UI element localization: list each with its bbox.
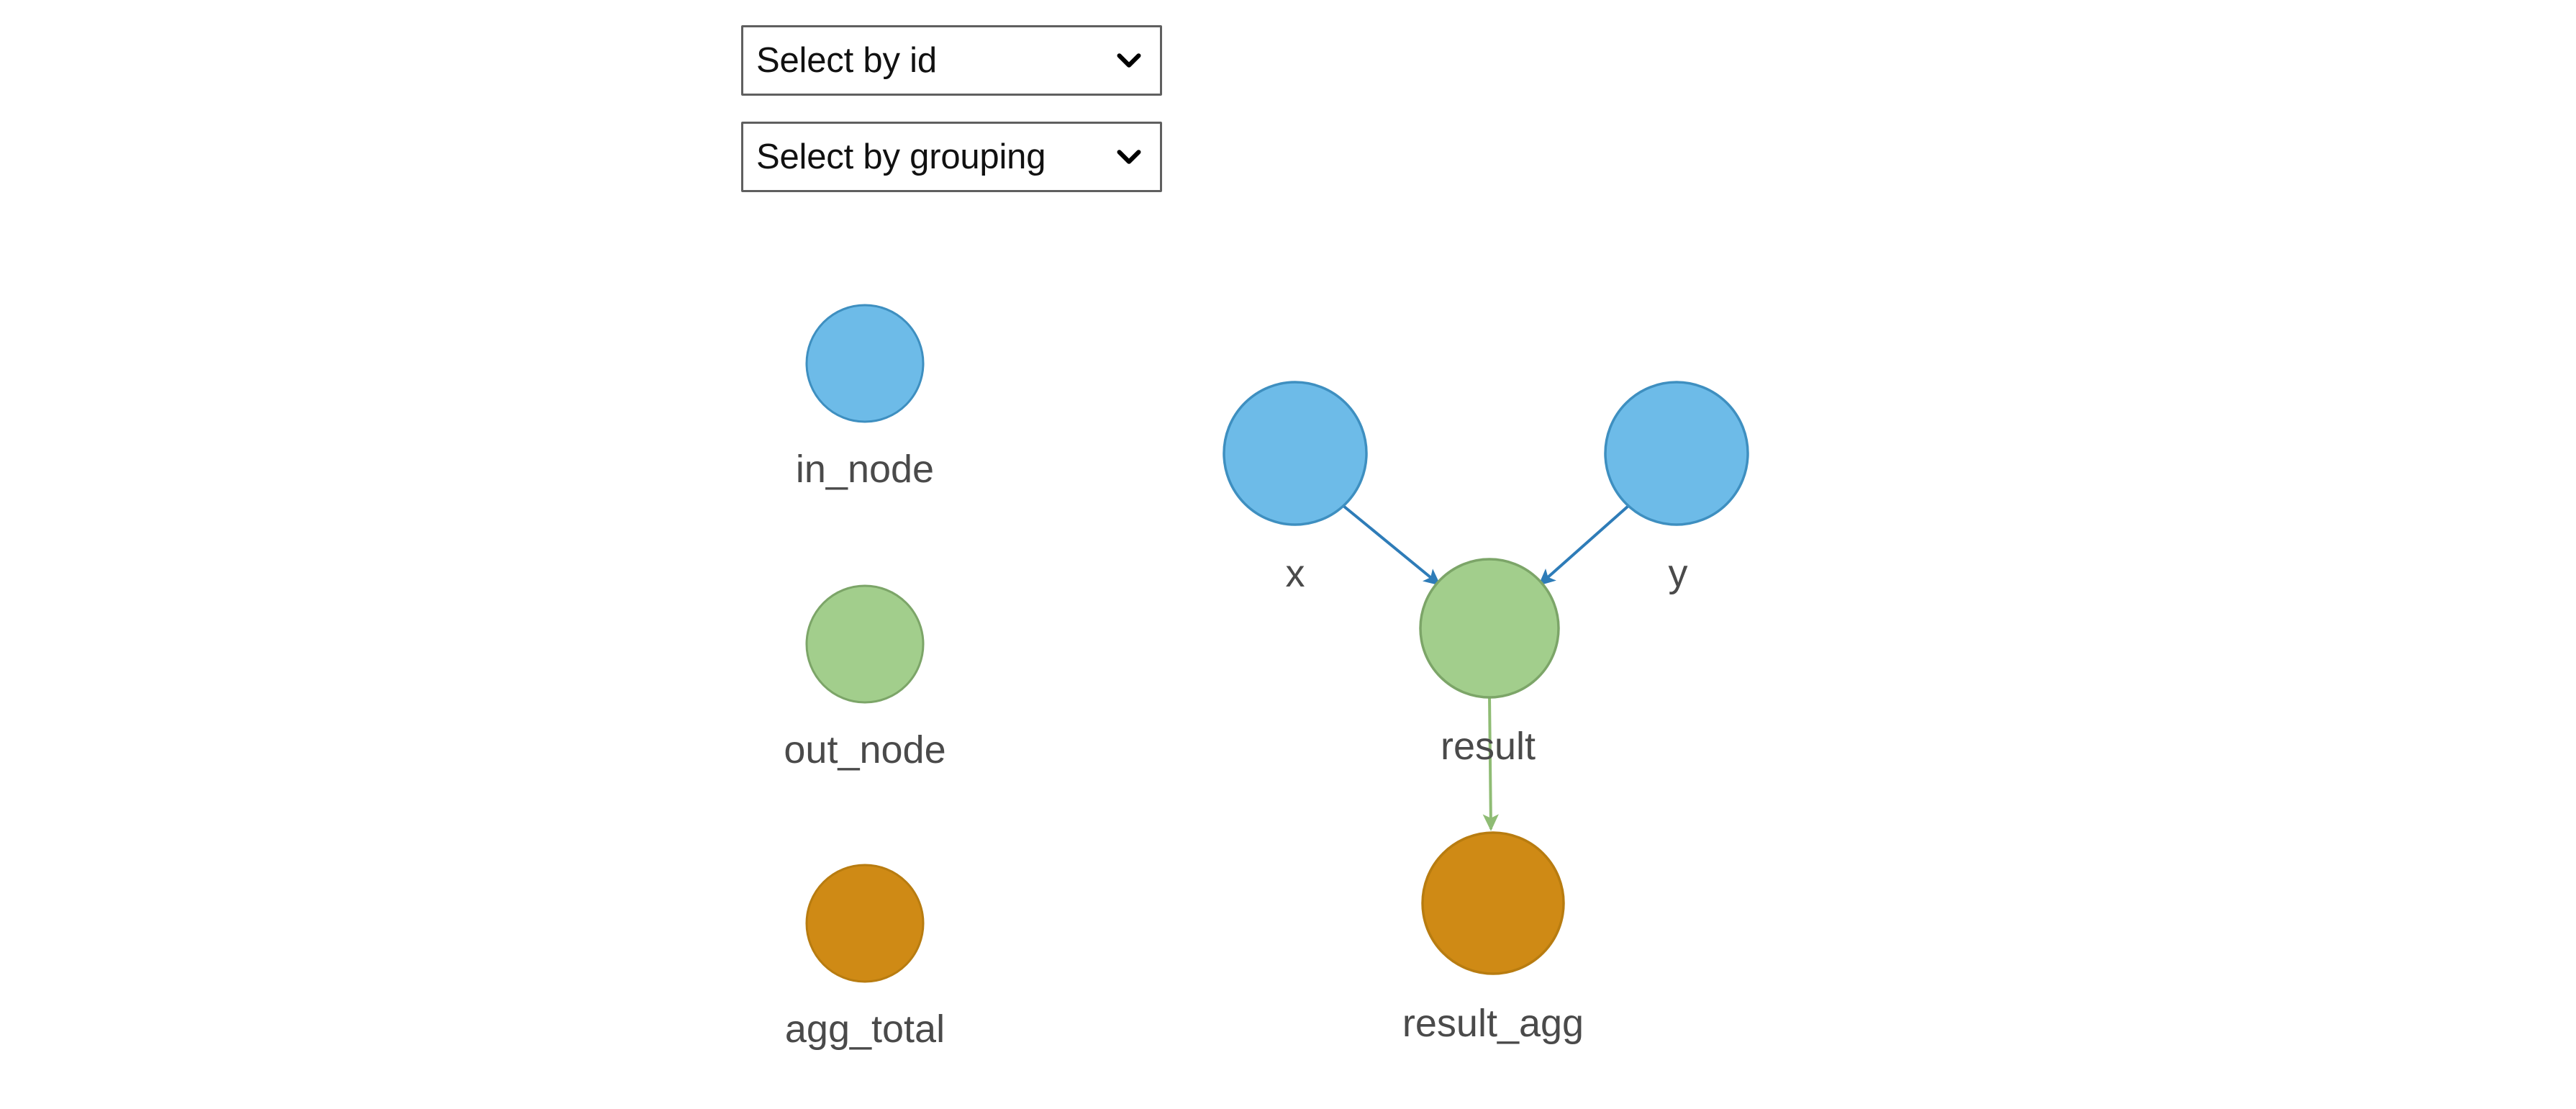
- edge-y-to-result[interactable]: [1538, 504, 1630, 586]
- graph-node-result[interactable]: [1419, 558, 1560, 699]
- controls-panel: Select by id Select by grouping: [741, 25, 1173, 218]
- legend: in_node out_node agg_total: [784, 304, 946, 1051]
- select-by-id-wrapper: Select by id: [741, 25, 1162, 96]
- legend-swatch-in-node[interactable]: [805, 304, 925, 423]
- legend-item-agg-total[interactable]: agg_total: [785, 864, 945, 1051]
- legend-swatch-agg-total[interactable]: [805, 864, 925, 983]
- edge-x-to-result[interactable]: [1342, 504, 1441, 586]
- chevron-down-icon: [1117, 53, 1141, 68]
- graph-labels: x y result result_agg: [1286, 552, 1688, 1045]
- graph-nodes: [1223, 381, 1749, 975]
- legend-item-in-node[interactable]: in_node: [796, 304, 934, 491]
- graph-node-y-source[interactable]: [1604, 381, 1749, 526]
- chevron-down-icon: [1117, 150, 1141, 164]
- edge-label-x: x: [1286, 552, 1305, 595]
- edge-label-y: y: [1669, 552, 1688, 595]
- edge-label-result: result: [1441, 725, 1536, 768]
- graph-node-label-result-agg: result_agg: [1402, 1002, 1584, 1045]
- legend-swatch-out-node[interactable]: [805, 584, 925, 704]
- graph-edges: [1342, 504, 1630, 831]
- legend-label-out-node: out_node: [784, 728, 945, 771]
- legend-label-in-node: in_node: [796, 448, 934, 491]
- select-by-grouping-dropdown[interactable]: Select by grouping: [741, 122, 1162, 192]
- graph-node-result-agg[interactable]: [1421, 831, 1565, 975]
- legend-label-agg-total: agg_total: [785, 1008, 945, 1051]
- select-by-grouping-wrapper: Select by grouping: [741, 122, 1162, 192]
- edge-result-to-result-agg[interactable]: [1482, 696, 1499, 831]
- graph-node-x-source[interactable]: [1223, 381, 1368, 526]
- select-by-id-label: Select by id: [756, 40, 937, 80]
- select-by-id-dropdown[interactable]: Select by id: [741, 25, 1162, 96]
- legend-item-out-node[interactable]: out_node: [784, 584, 946, 771]
- select-by-grouping-label: Select by grouping: [756, 137, 1046, 176]
